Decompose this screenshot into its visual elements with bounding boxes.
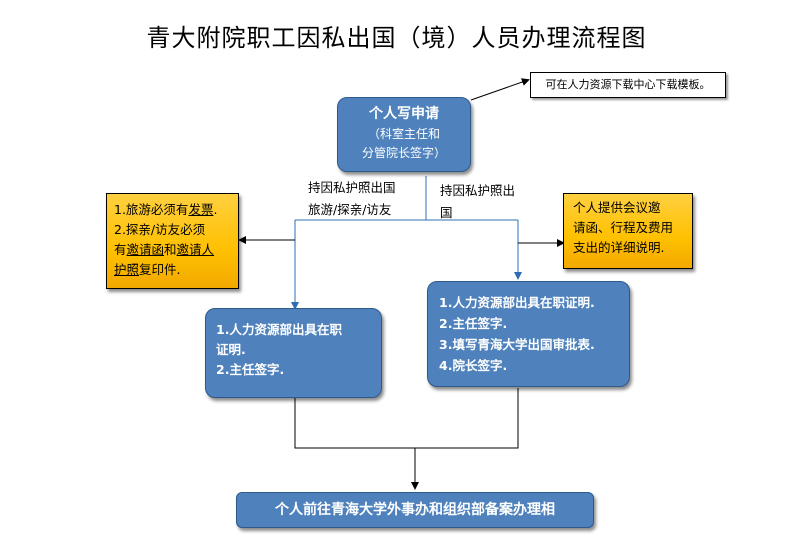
right-step-3: 3.填写青海大学出国审批表. (439, 337, 595, 352)
start-title: 个人写申请 (369, 106, 439, 122)
left-note-dot: . (213, 202, 218, 217)
right-steps-box: 1.人力资源部出具在职证明. 2.主任签字. 3.填写青海大学出国审批表. 4.… (427, 281, 630, 387)
left-step-1: 1.人力资源部出具在职 (216, 322, 342, 337)
note-pointer-arrow (470, 78, 530, 101)
left-requirement-note: 1.旅游必须有发票. 2.探亲/访友必须 有邀请函和邀请人 护照复印件. (106, 193, 239, 289)
left-note-passport: 护照 (114, 262, 140, 277)
right-branch-label-1: 持因私护照出 (440, 183, 516, 198)
start-sub2: 分管院长签字） (361, 146, 446, 160)
right-note-line3: 支出的详细说明. (573, 240, 665, 255)
left-note-invitation: 邀请函 (126, 242, 165, 257)
right-note-line1: 个人提供会议邀 (573, 200, 661, 215)
left-branch-label-2: 旅游/探亲/访友 (308, 202, 392, 217)
left-note-line3a: 有 (114, 242, 127, 257)
start-sub1: （科室主任和 (367, 127, 440, 141)
left-note-inviter: 邀请人 (176, 242, 215, 257)
left-note-and: 和 (164, 242, 177, 257)
start-box-apply: 个人写申请 （科室主任和 分管院长签字） (337, 97, 471, 172)
left-branch-label-1: 持因私护照出国 (308, 180, 396, 195)
final-step-box: 个人前往青海大学外事办和组织部备案办理相 (236, 492, 594, 528)
right-note-line2: 请函、行程及费用 (573, 220, 674, 235)
right-branch-label-2: 国 (440, 205, 453, 220)
page-title: 青大附院职工因私出国（境）人员办理流程图 (146, 24, 647, 52)
left-note-line2: 2.探亲/访友必须 (114, 222, 206, 237)
right-step-4: 4.院长签字. (439, 358, 508, 373)
right-step-2: 2.主任签字. (439, 316, 508, 331)
left-note-copy: 复印件. (139, 262, 181, 277)
template-download-note: 可在人力资源下载中心下载模板。 (530, 72, 726, 98)
left-note-line1: 1.旅游必须有 (114, 202, 189, 217)
merge-line (294, 388, 519, 449)
right-step-1: 1.人力资源部出具在职证明. (439, 295, 595, 310)
left-step-1-cont: 证明. (216, 342, 246, 357)
left-step-2: 2.主任签字. (216, 362, 285, 377)
left-note-invoice: 发票 (188, 202, 214, 217)
left-steps-box: 1.人力资源部出具在职 证明. 2.主任签字. (205, 308, 382, 398)
right-requirement-note: 个人提供会议邀 请函、行程及费用 支出的详细说明. (563, 193, 693, 269)
